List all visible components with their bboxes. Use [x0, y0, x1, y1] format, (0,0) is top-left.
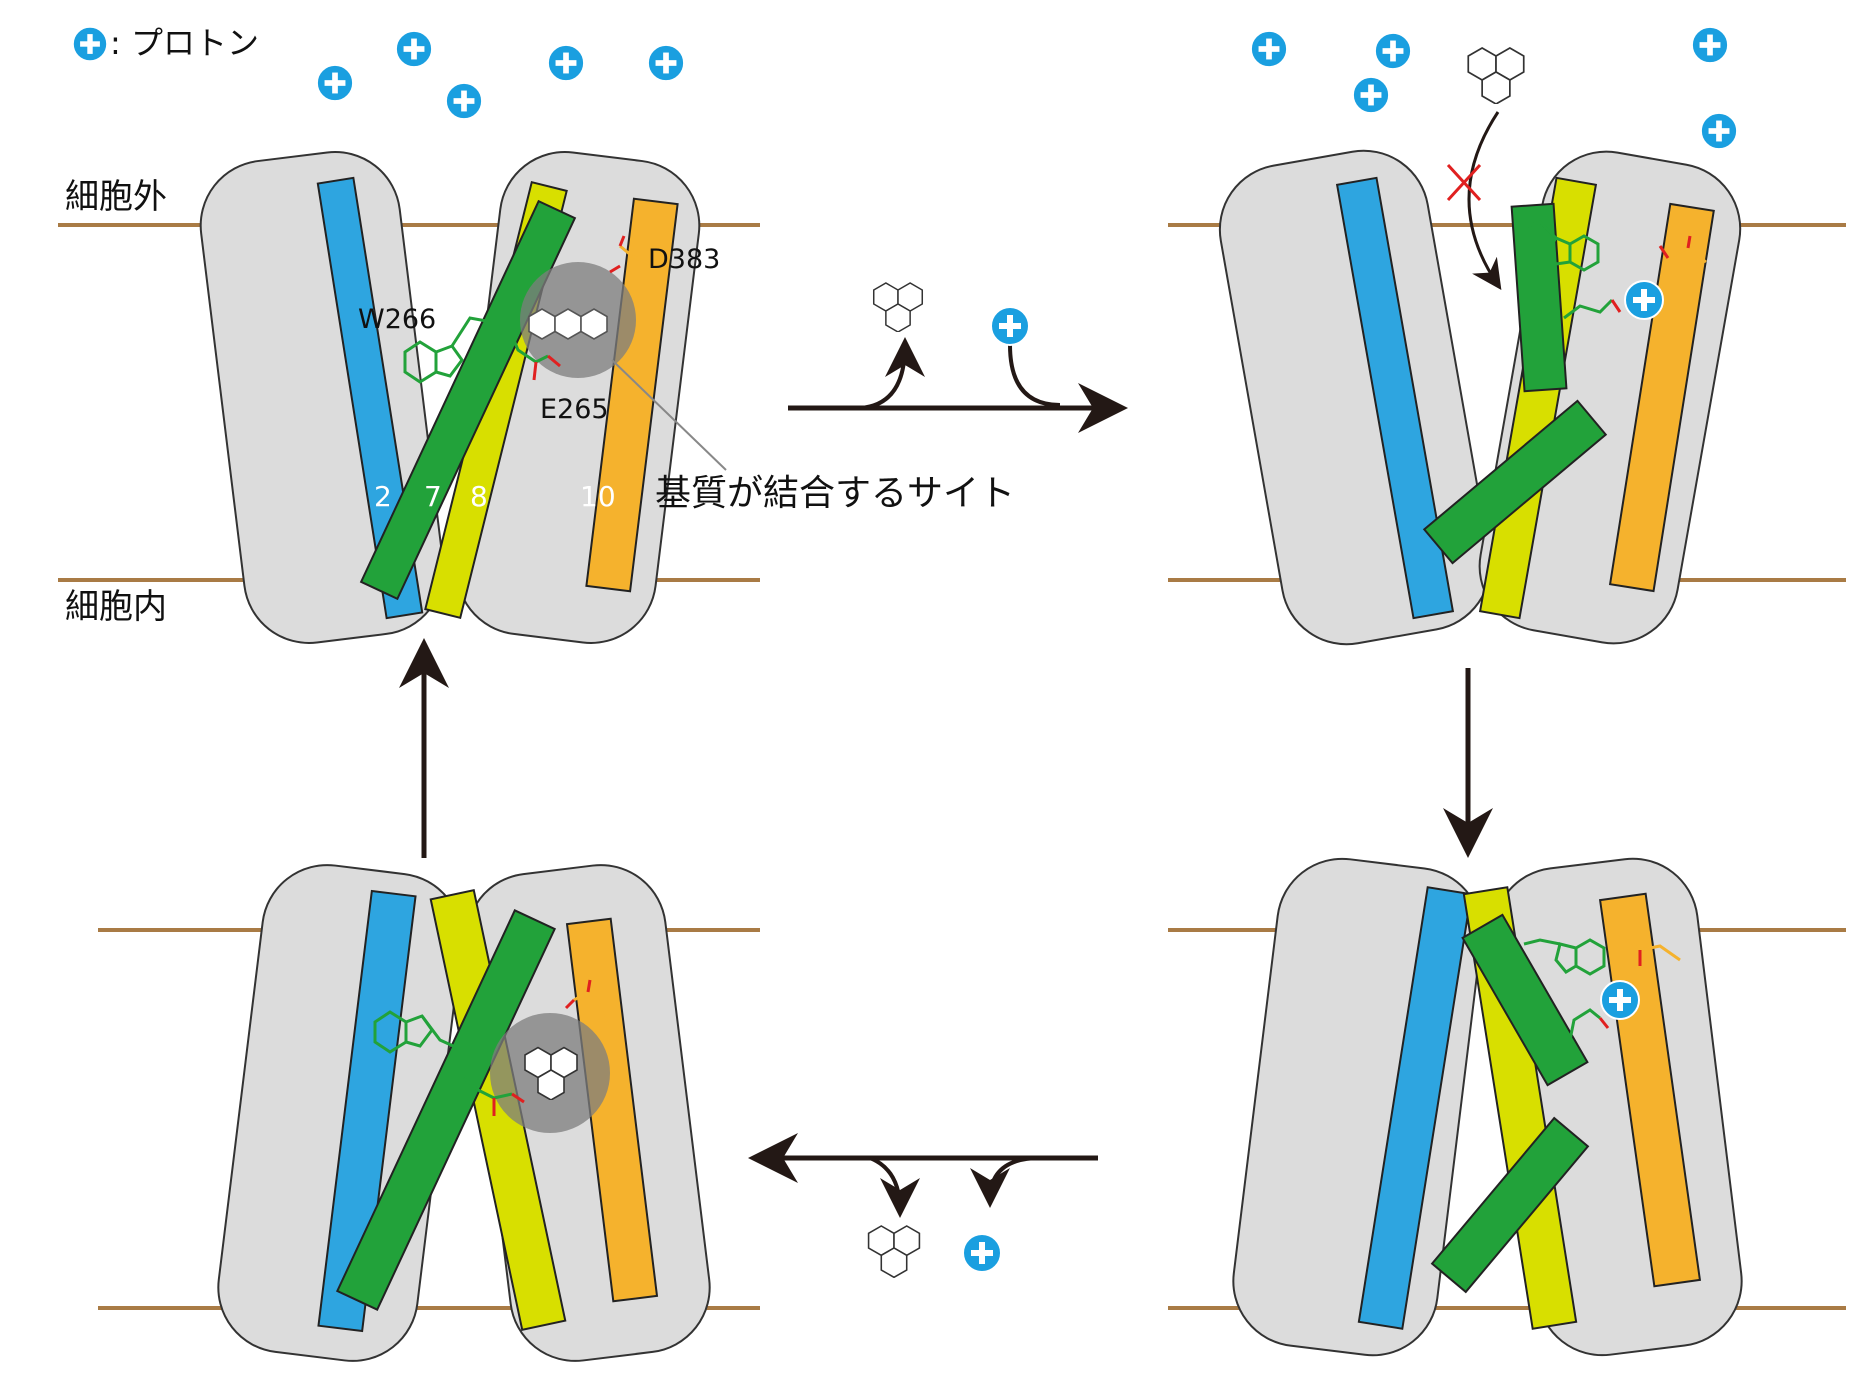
intracellular-label: 細胞内: [65, 587, 167, 627]
helix-10: [585, 197, 679, 593]
substrate-molecule: [528, 308, 608, 340]
binding-site-pointer-line: [611, 359, 727, 471]
legend-proton-icon: [72, 26, 108, 62]
helix-2: [317, 889, 417, 1333]
helix-number-8: 8: [470, 480, 488, 513]
helix-7: [359, 199, 577, 601]
helix-number-10: 10: [580, 480, 616, 513]
proton-icon: [445, 82, 483, 120]
proton-icon-bound: [1600, 980, 1640, 1020]
helix-8: [1462, 886, 1578, 1330]
extracellular-label: 細胞外: [65, 177, 167, 217]
binding-site-label: 基質が結合するサイト: [655, 473, 1015, 514]
helix-7: [335, 909, 557, 1311]
blocked-entry-arrow: [1467, 111, 1502, 290]
panel-bottom-left-substrate-bound: [98, 864, 760, 1362]
block-x-mark: [1446, 163, 1482, 202]
transition-arrow-release-and-proton-binding: [788, 282, 1128, 433]
panel-bottom-right-inward-open: [1168, 857, 1846, 1357]
residue-sidechains: [1521, 220, 1707, 320]
residue-sidechains: [373, 979, 607, 1116]
proton-icon: [647, 44, 685, 82]
helix-number-7: 7: [424, 480, 442, 513]
proton-icon: [990, 306, 1030, 346]
legend-text: : プロトン: [110, 24, 259, 62]
panel-top-left-outward-open: 細胞外 細胞内 W266 D383 E265 2 7 8 10 基質が結合するサ…: [58, 24, 1015, 644]
substrate-molecule-released: [867, 1225, 921, 1278]
proton-icon: [547, 44, 585, 82]
helix-10: [1608, 202, 1715, 593]
proton-icon-bound: [1624, 280, 1664, 320]
substrate-molecule-outside: [1467, 47, 1525, 104]
helix-7-upper: [1510, 202, 1568, 393]
proton-icon: [1250, 30, 1288, 68]
helix-number-2: 2: [374, 480, 392, 513]
residue-sidechains: [1523, 938, 1681, 1041]
residue-label-d383: D383: [648, 244, 720, 275]
proton-icon: [1700, 112, 1738, 150]
proton-icon: [962, 1233, 1002, 1273]
helix-7-upper: [1461, 913, 1589, 1087]
helix-7-lower: [1430, 1116, 1590, 1294]
transition-arrow-release-inside: [748, 1133, 1098, 1278]
proton-icon: [316, 64, 354, 102]
residue-label-w266: W266: [358, 304, 436, 335]
helix-2: [1335, 176, 1455, 620]
residue-sidechains: [403, 235, 651, 384]
legend: : プロトン: [72, 24, 259, 62]
residue-label-e265: E265: [540, 394, 609, 425]
helix-2: [1357, 886, 1473, 1330]
proton-icon: [1691, 26, 1729, 64]
proton-icon: [1374, 32, 1412, 70]
helix-7-lower: [1422, 399, 1608, 565]
panel-top-right-occluded: [1168, 26, 1846, 646]
proton-icon: [1352, 76, 1390, 114]
substrate-molecule-released: [872, 282, 924, 332]
proton-icon: [395, 30, 433, 68]
